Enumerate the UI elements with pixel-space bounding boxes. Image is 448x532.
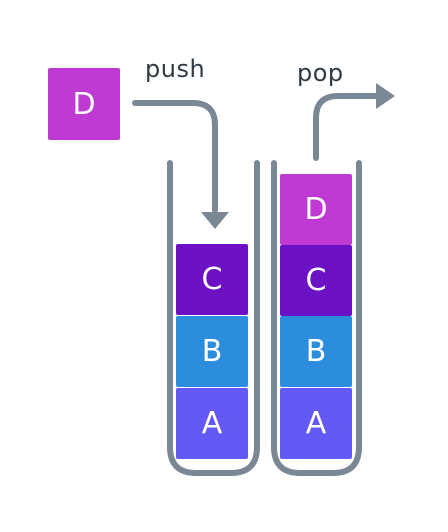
push-label: push xyxy=(145,55,206,83)
left-stack-block-label: A xyxy=(201,406,223,441)
left-stack-block-c: C xyxy=(176,244,248,315)
right-stack-block-label: D xyxy=(304,192,328,227)
right-stack-block-a: A xyxy=(280,388,352,459)
incoming-block: D xyxy=(48,68,120,140)
pop-arrowhead-icon xyxy=(376,83,395,109)
pop-arrow-line xyxy=(313,93,381,161)
pop-label: pop xyxy=(297,59,344,87)
right-stack-block-label: B xyxy=(305,334,327,369)
push-arrowhead-icon xyxy=(201,212,229,229)
right-stack-block-label: A xyxy=(305,406,327,441)
left-stack-block-a: A xyxy=(176,388,248,459)
left-stack-container xyxy=(167,160,260,476)
push-arrow-line xyxy=(132,100,218,213)
right-stack-block-b: B xyxy=(280,316,352,387)
right-stack-block-d: D xyxy=(280,174,352,245)
incoming-block-label: D xyxy=(72,86,96,122)
left-stack-block-label: B xyxy=(201,334,223,369)
right-stack-block-c: C xyxy=(280,245,352,316)
left-stack-block-b: B xyxy=(176,316,248,387)
right-stack-container xyxy=(271,160,362,476)
right-stack-block-label: C xyxy=(305,263,327,298)
left-stack-block-label: C xyxy=(201,262,223,297)
